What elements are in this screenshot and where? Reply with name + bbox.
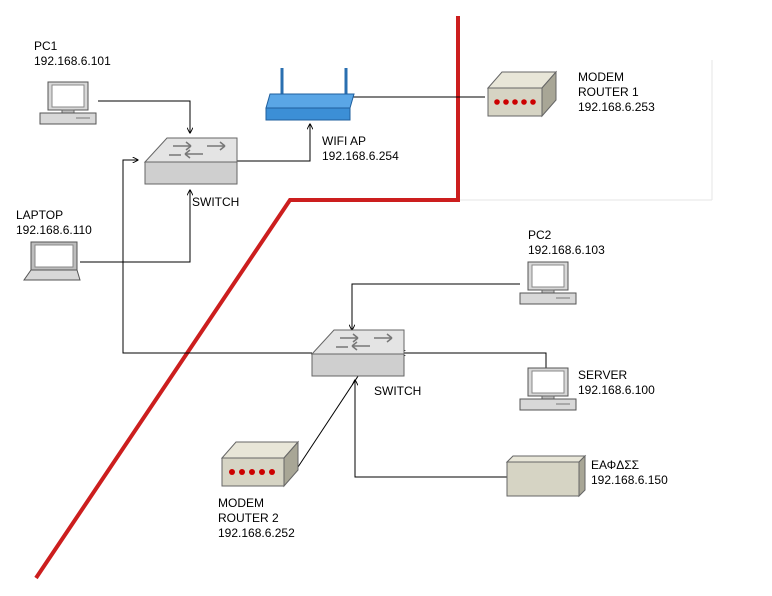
pc2-name: PC2 [528,228,552,242]
fiscal-device-icon [505,454,587,498]
eafdss-label: ΕΑΦΔΣΣ 192.168.6.150 [591,458,668,488]
eafdss-name: ΕΑΦΔΣΣ [591,458,640,472]
desktop-pc-icon [519,261,577,305]
link-switch1-switch2 [122,160,312,354]
switch1-device[interactable] [143,137,238,185]
wifi-ap-device[interactable] [265,68,355,121]
modem1-name-line1: MODEM [578,70,624,84]
switch2-device[interactable] [310,329,405,377]
eafdss-ip: 192.168.6.150 [591,473,668,487]
modem2-label: MODEM ROUTER 2 192.168.6.252 [218,496,295,541]
modem2-ip: 192.168.6.252 [218,526,295,540]
modem1-name-line2: ROUTER 1 [578,85,639,99]
link-server-switch2 [400,353,547,374]
modem1-label: MODEM ROUTER 1 192.168.6.253 [578,70,655,115]
desktop-pc-icon [519,367,577,411]
server-label: SERVER 192.168.6.100 [578,368,655,398]
pc1-name: PC1 [34,39,58,53]
server-device[interactable] [519,367,577,411]
laptop-label: LAPTOP 192.168.6.110 [16,208,92,238]
laptop-ip: 192.168.6.110 [16,223,92,237]
pc2-ip: 192.168.6.103 [528,243,605,257]
switch1-label: SWITCH [192,195,239,210]
switch2-label: SWITCH [374,384,421,399]
server-name: SERVER [578,368,628,382]
link-laptop-switch1 [80,190,190,263]
connections [80,96,547,478]
server-ip: 192.168.6.100 [578,383,655,397]
pc2-device[interactable] [519,261,577,305]
wifi-ap-name: WIFI AP [322,134,367,148]
desktop-pc-icon [39,81,97,125]
pc2-label: PC2 192.168.6.103 [528,228,605,258]
switch2-name: SWITCH [374,384,422,398]
laptop-icon [23,241,81,281]
wifi-ap-ip: 192.168.6.254 [322,149,399,163]
modem1-ip: 192.168.6.253 [578,100,655,114]
pc1-device[interactable] [39,81,97,125]
faint-lines [460,60,713,201]
link-pc1-switch1 [98,100,190,133]
modem2-device[interactable] [220,440,300,488]
eafdss-device[interactable] [505,454,587,498]
laptop-name: LAPTOP [16,208,64,222]
network-switch-icon [143,137,238,185]
modem2-name-line1: MODEM [218,496,264,510]
modem-router-icon [220,440,300,488]
modem2-name-line2: ROUTER 2 [218,511,279,525]
modem-router-icon [486,70,558,118]
pc1-label: PC1 192.168.6.101 [34,39,111,69]
modem1-device[interactable] [486,70,558,118]
wifi-access-point-icon [265,68,355,121]
link-eafdss-switch2 [355,380,508,478]
network-switch-icon [310,329,405,377]
network-divider-line [34,16,460,580]
pc1-ip: 192.168.6.101 [34,54,111,68]
wifi-ap-label: WIFI AP 192.168.6.254 [322,134,399,164]
laptop-device[interactable] [23,241,81,281]
link-pc2-switch2 [352,283,520,330]
switch1-name: SWITCH [192,195,240,209]
link-switch1-wifi [236,124,310,162]
